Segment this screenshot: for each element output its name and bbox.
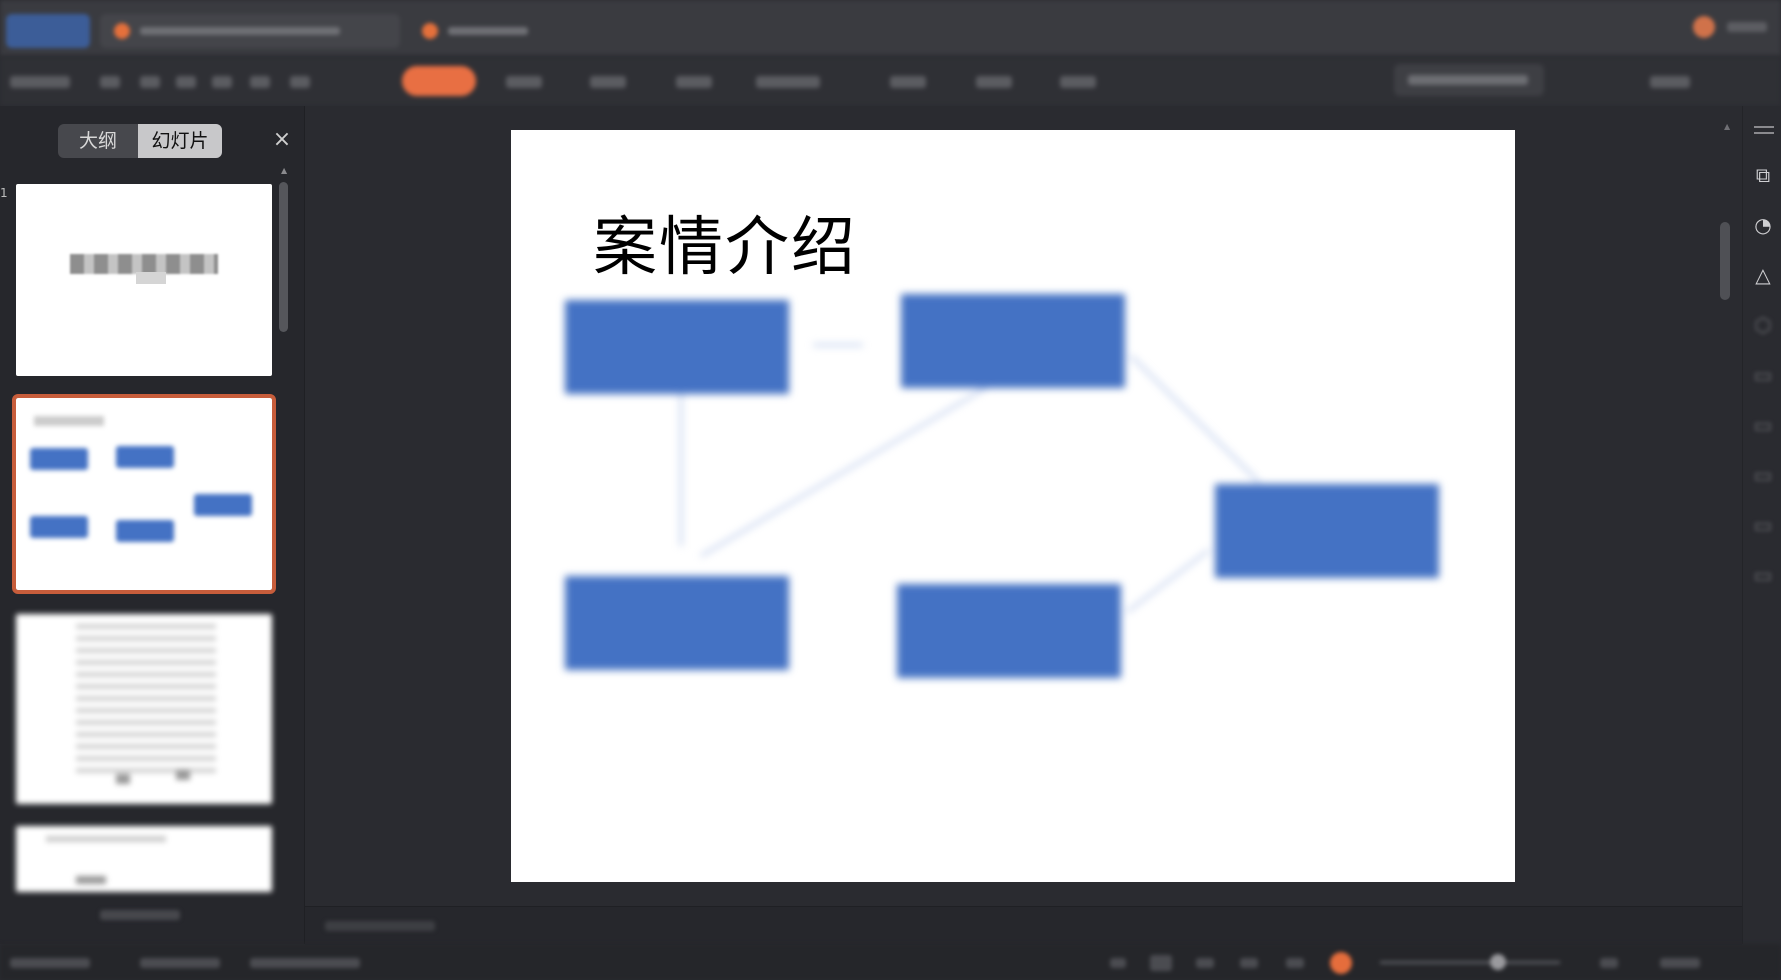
thumbnail-mark xyxy=(76,876,106,884)
thumbnail-box xyxy=(30,448,88,470)
flow-box[interactable] xyxy=(565,576,789,670)
toolbar-icon[interactable] xyxy=(140,76,160,88)
thumbnail-box xyxy=(116,446,174,468)
current-slide[interactable]: 案情介绍 xyxy=(511,130,1515,882)
connector xyxy=(700,385,990,557)
thumbnail-text xyxy=(76,624,216,774)
toolbar-icon[interactable] xyxy=(176,76,196,88)
scroll-up-arrow-icon[interactable]: ▲ xyxy=(281,166,288,175)
thumbnail-subtitle xyxy=(136,272,166,284)
home-tab[interactable] xyxy=(6,14,90,48)
tool-icon[interactable]: ▭ xyxy=(1753,563,1773,587)
slide-thumbnail-2[interactable] xyxy=(12,394,276,594)
reading-view-icon[interactable] xyxy=(1240,958,1258,968)
flow-box[interactable] xyxy=(1215,484,1439,578)
ribbon-tab[interactable] xyxy=(890,76,926,88)
slide-canvas: 案情介绍 xyxy=(305,106,1742,945)
normal-view-icon[interactable] xyxy=(1150,955,1172,971)
second-tab-label xyxy=(448,27,528,35)
connector-lines xyxy=(680,344,1260,613)
flow-box[interactable] xyxy=(565,300,789,394)
shape-icon[interactable]: ◔ xyxy=(1754,213,1772,237)
slide-thumbnail-3[interactable] xyxy=(16,614,272,804)
present-view-icon[interactable] xyxy=(1286,958,1304,968)
toolbar-icon[interactable] xyxy=(250,76,270,88)
fit-icon[interactable] xyxy=(1600,958,1618,968)
sorter-view-icon[interactable] xyxy=(1196,958,1214,968)
tool-icon[interactable]: ▭ xyxy=(1753,463,1773,487)
avatar[interactable] xyxy=(1693,16,1715,38)
ribbon-toolbar xyxy=(0,56,1781,106)
view-icon[interactable] xyxy=(1110,958,1126,968)
slide-thumbnail-1[interactable] xyxy=(16,184,272,376)
toolbar-icon[interactable] xyxy=(212,76,232,88)
tab-slides[interactable]: 幻灯片 xyxy=(138,124,222,158)
thumbnail-scrollbar[interactable] xyxy=(279,182,288,332)
view-toggle: 大纲 幻灯片 xyxy=(58,124,222,158)
tab-outline[interactable]: 大纲 xyxy=(78,130,117,152)
slide-number: 1 xyxy=(0,186,8,200)
close-icon[interactable]: × xyxy=(272,127,292,152)
document-tab-label xyxy=(140,27,340,35)
scroll-up-arrow-icon[interactable]: ▲ xyxy=(1724,122,1731,131)
menu-button[interactable] xyxy=(10,76,70,88)
share-button[interactable] xyxy=(1650,76,1690,88)
title-bar xyxy=(0,0,1781,56)
theme-status xyxy=(140,958,220,968)
second-tab-icon xyxy=(422,23,438,39)
zoom-level xyxy=(1660,958,1700,968)
thumbnail-mark xyxy=(116,774,130,784)
tool-icon[interactable]: ▭ xyxy=(1753,513,1773,537)
flow-box[interactable] xyxy=(897,584,1121,678)
thumbnail-text xyxy=(46,836,166,842)
document-icon xyxy=(114,23,130,39)
connector xyxy=(1126,549,1210,613)
notes-placeholder xyxy=(325,921,435,931)
search-box[interactable] xyxy=(1394,64,1544,96)
account-label[interactable] xyxy=(1727,22,1767,32)
ribbon-tab[interactable] xyxy=(590,76,626,88)
thumbnail-title xyxy=(70,254,218,274)
toolbar-icon[interactable] xyxy=(290,76,310,88)
ribbon-tab[interactable] xyxy=(676,76,712,88)
ribbon-tab[interactable] xyxy=(976,76,1012,88)
thumbnail-mark xyxy=(176,770,190,780)
notes-bar[interactable] xyxy=(305,906,1742,945)
thumbnail-box xyxy=(194,494,252,516)
font-status xyxy=(250,958,360,968)
ribbon-tab[interactable] xyxy=(1060,76,1096,88)
ribbon-tab[interactable] xyxy=(506,76,542,88)
canvas-scrollbar[interactable] xyxy=(1720,222,1730,300)
slide-title[interactable]: 案情介绍 xyxy=(593,211,857,285)
ribbon-tab[interactable] xyxy=(756,76,820,88)
thumbnail-title xyxy=(34,416,104,426)
search-placeholder xyxy=(1408,75,1528,85)
ribbon-tab-active[interactable] xyxy=(402,66,476,96)
toolbar-icon[interactable] xyxy=(100,76,120,88)
text-style-icon[interactable]: △ xyxy=(1755,263,1771,287)
hexagon-icon[interactable]: ⬡ xyxy=(1754,313,1772,337)
convert-icon[interactable]: ⧉ xyxy=(1755,163,1771,187)
status-bar xyxy=(0,944,1781,980)
flow-box[interactable] xyxy=(901,294,1125,388)
play-button[interactable] xyxy=(1330,952,1352,974)
thumbnail-box xyxy=(116,520,174,542)
zoom-slider-handle[interactable] xyxy=(1490,954,1506,970)
document-tab[interactable] xyxy=(100,14,400,48)
tool-icon[interactable]: ▭ xyxy=(1753,413,1773,437)
slide-status xyxy=(10,958,90,968)
second-tab[interactable] xyxy=(408,14,708,48)
menu-icon[interactable] xyxy=(1754,126,1774,128)
slides-panel: 大纲 幻灯片 × 1 ▲ xyxy=(0,106,305,944)
thumbnail-content xyxy=(16,398,272,590)
tool-icon[interactable]: ▭ xyxy=(1753,363,1773,387)
thumbnail-box xyxy=(30,516,88,538)
right-tool-panel: ⧉ ◔ △ ⬡ ▭ ▭ ▭ ▭ ▭ xyxy=(1742,106,1781,944)
slide-count-label xyxy=(100,910,180,920)
flow-diagram[interactable] xyxy=(511,294,1515,882)
slide-thumbnail-4[interactable] xyxy=(16,826,272,892)
zoom-slider[interactable] xyxy=(1380,961,1560,964)
connector xyxy=(1130,355,1260,483)
